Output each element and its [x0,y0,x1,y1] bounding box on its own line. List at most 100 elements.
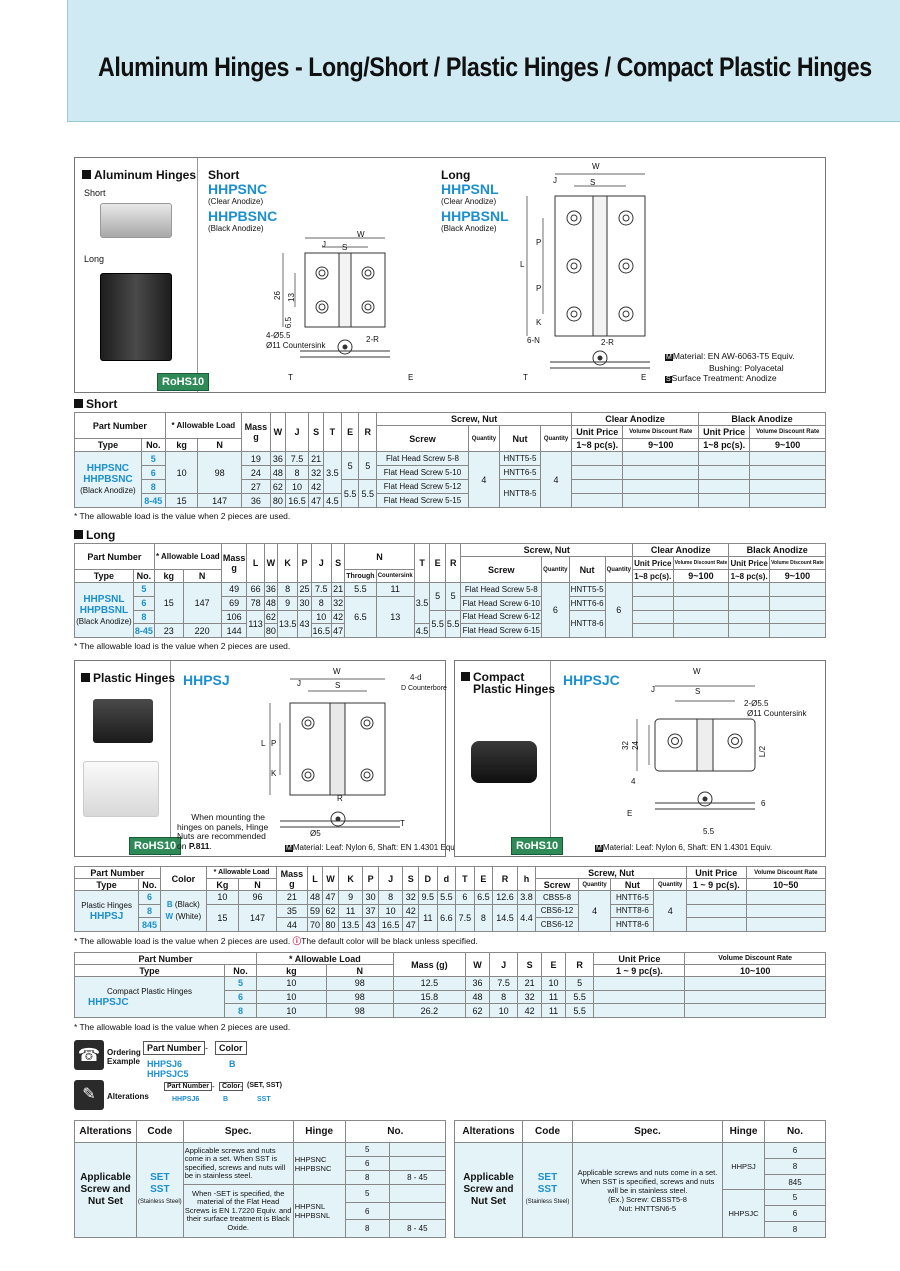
long-pn-black-note: (Black Anodize) [441,224,497,233]
alt-part-number-box: Part Number [164,1082,213,1091]
plastic-heading: Plastic Hinges [81,671,175,685]
dim-13: 13 [286,293,296,302]
short-pn-black-note: (Black Anodize) [208,224,264,233]
cp-dim-l2: L/2 [758,745,768,758]
alterations-table-left: Alterations Code Spec. Hinge No. Applica… [74,1120,447,1238]
short-photo-label: Short [84,188,106,198]
long-dim-e: E [641,373,647,382]
short-pn-clear-note: (Clear Anodize) [208,197,264,206]
pl-dim-k: K [271,769,277,778]
long-dim-p: P [536,238,542,247]
rohs-badge: RoHS10 [129,837,182,855]
rohs-badge: RoHS10 [157,373,210,391]
material-m-icon: M [595,845,603,852]
pl-dim-w: W [333,667,341,676]
dim-countersink-dia: Ø11 Countersink [266,341,326,350]
plastic-hinge-drawing [269,678,400,828]
pl-dim-l: L [261,739,266,748]
long-dim-t: T [523,373,528,382]
alt-dash: - [212,1082,215,1091]
alterations-icon: ✎ [74,1080,104,1110]
long-dim-p2: P [536,284,542,293]
cp-dim-4: 4 [631,777,636,786]
page-link[interactable]: P.811 [188,840,210,851]
cp-dim-6: 6 [761,799,766,808]
long-pn-clear: HHPSNL [441,181,499,197]
dim-j: J [322,240,326,249]
square-bullet-icon [74,530,83,539]
surface-s-icon: S [665,376,672,383]
long-dim-w: W [592,162,600,171]
info-icon: ⓘ [292,936,302,946]
long-pn-clear-note: (Clear Anodize) [441,197,497,206]
ordering-example-2: HHPSJC5 [147,1069,189,1079]
dim-26: 26 [272,291,282,300]
plastic-material: MMaterial: Leaf: Nylon 6, Shaft: EN 1.43… [285,843,463,852]
short-note: * The allowable load is the value when 2… [74,511,291,521]
long-hinge-drawing [526,173,650,369]
compact-hinge-photo [471,741,537,783]
alt-color-box: Color [219,1082,244,1091]
long-dim-j: J [553,176,557,185]
long-hinge-photo [100,273,172,361]
long-dim-s: S [590,178,596,187]
long-dim-n: 6-N [527,336,540,345]
pl-dim-t: T [400,819,405,828]
ordering-dash: - [205,1043,208,1053]
compact-note: * The allowable load is the value when 2… [74,1022,291,1032]
short-hinge-photo [100,203,172,238]
alt-example-2: B [223,1096,229,1103]
pl-dim-d5: Ø5 [310,829,321,838]
dim-6-5: 6.5 [284,316,294,329]
short-hinge-drawing [282,237,390,358]
black-plastic-hinge-photo [93,699,153,743]
short-section-heading: Short [74,397,117,411]
material-m-icon: M [665,354,673,361]
ordering-example-1: HHPSJ6 [147,1059,183,1069]
long-section-heading: Long [74,528,115,542]
dim-e: E [408,373,414,382]
pl-dim-counterbore: D Counterbore [401,685,447,692]
page-title: Aluminum Hinges - Long/Short / Plastic H… [98,52,872,82]
pl-dim-j: J [297,679,301,688]
short-pn-clear: HHPSNC [208,181,268,197]
alterations-table-right: Alterations Code Spec. Hinge No. Applica… [454,1120,826,1238]
long-note: * The allowable load is the value when 2… [74,641,291,651]
short-pn-black: HHPBSNC [208,208,278,224]
long-dim-k: K [536,318,542,327]
pl-dim-s: S [335,681,341,690]
cp-dim-j: J [651,685,655,694]
compact-material: MMaterial: Leaf: Nylon 6, Shaft: EN 1.43… [595,843,773,852]
long-pn-black: HHPBSNL [441,208,509,224]
square-bullet-icon [81,673,90,682]
short-title: Short [208,168,240,182]
alterations-label: Alterations [107,1092,149,1101]
long-dim-r: 2-R [601,338,614,347]
square-bullet-icon [82,170,91,179]
dim-t: T [288,373,293,382]
long-title: Long [441,168,471,182]
cp-dim-w: W [693,667,701,676]
title-band: Aluminum Hinges - Long/Short / Plastic H… [67,0,900,122]
alt-example-3: SST [257,1096,271,1103]
cp-dim-32: 32 [620,741,630,750]
alt-dash-2: - [240,1082,243,1091]
dim-s: S [342,243,348,252]
white-plastic-hinge-photo [83,761,159,817]
alt-options: (SET, SST) [247,1082,283,1089]
ordering-example-1b: B [229,1059,236,1069]
long-dim-l: L [520,260,525,269]
cp-dim-holes: 2-Ø5.5 [744,699,769,708]
compact-hinge-drawing [636,685,756,810]
long-photo-label: Long [84,254,105,264]
dim-r: 2-R [366,335,379,344]
pl-dim-p: P [271,739,277,748]
dim-w: W [357,230,365,239]
ordering-part-number-box: Part Number [143,1041,206,1055]
aluminum-hinges-panel: Aluminum Hinges Short Long RoHS10 Short … [74,157,826,393]
